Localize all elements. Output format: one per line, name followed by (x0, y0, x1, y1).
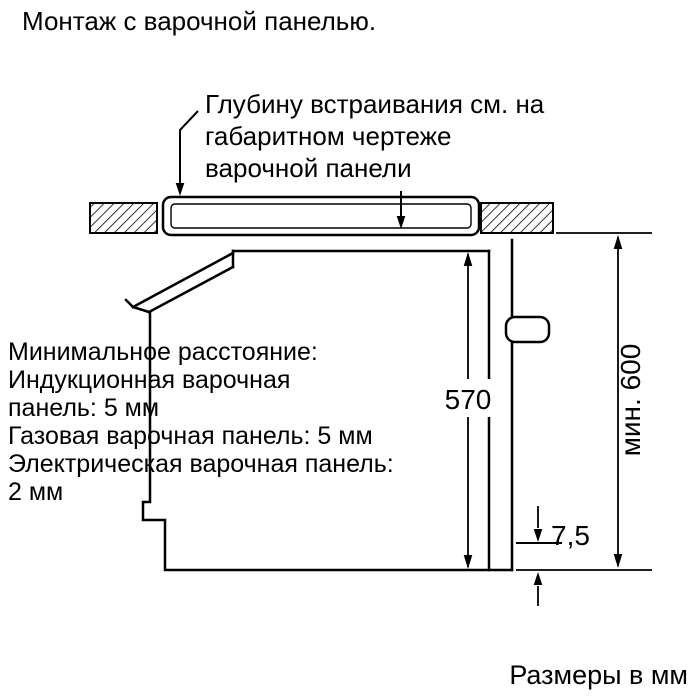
side-connector-knob (504, 315, 551, 344)
page-title: Монтаж с варочной панелью. (22, 6, 377, 36)
minimum-distance-note-line: Минимальное расстояние: (8, 338, 318, 366)
hob-depth-note-line: Глубину встраивания см. на (205, 89, 545, 119)
dimension-570-label: 570 (445, 384, 492, 415)
dimension-min-600-label: мин. 600 (615, 344, 646, 457)
countertop-left-section (89, 202, 158, 234)
hob-depth-note-line: габаритном чертеже (205, 121, 452, 151)
hob-depth-note: Глубину встраивания см. на габаритном че… (205, 88, 544, 184)
hob-depth-note-line: варочной панели (205, 153, 412, 183)
units-note: Размеры в мм (509, 660, 688, 690)
dimension-7-5-label: 7,5 (551, 520, 590, 551)
minimum-distance-note-line: Электрическая варочная панель: (8, 450, 394, 478)
depth-leader-arrow-right (396, 191, 406, 229)
minimum-distance-note-line: 2 мм (8, 478, 64, 506)
countertop-right-section (480, 202, 554, 234)
hob-outline (161, 195, 481, 237)
dimension-min-600: мин. 600 (516, 232, 652, 571)
minimum-distance-note: Минимальное расстояние: Индукционная вар… (8, 338, 394, 506)
minimum-distance-note-line: Газовая варочная панель: 5 мм (8, 422, 373, 450)
dimension-7-5: 7,5 (516, 506, 590, 606)
minimum-distance-note-line: Индукционная варочная (8, 366, 291, 394)
depth-leader-arrow-left (175, 110, 199, 196)
dimension-570: 570 (436, 252, 500, 569)
minimum-distance-note-line: панель: 5 мм (8, 394, 160, 422)
